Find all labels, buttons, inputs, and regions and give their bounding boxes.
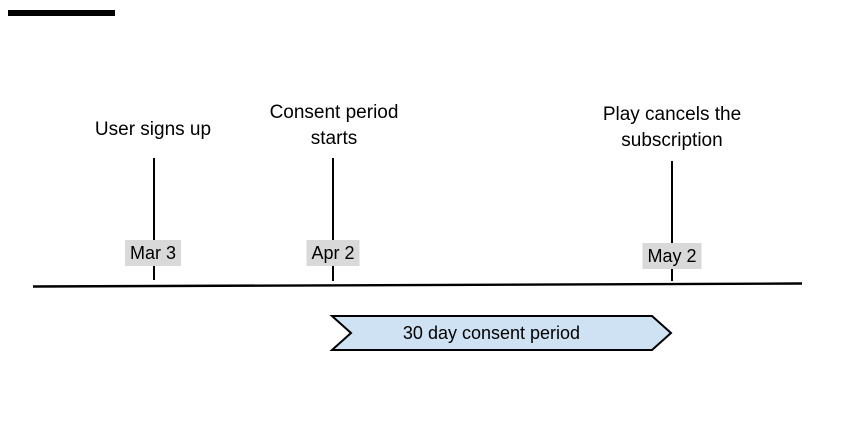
consent-banner-shape [329,315,673,351]
title-line: User signs up [94,119,212,140]
timeline-axis-line [32,282,803,288]
event-marker-line-apr2 [332,158,334,281]
title-line: starts [310,128,358,149]
event-marker-line-may2 [671,161,673,281]
consent-banner-label: 30 day consent period [402,322,581,343]
date-badge-may2: May 2 [642,243,702,269]
date-badge-mar3: Mar 3 [124,240,182,266]
event-marker-line-mar3 [153,158,155,280]
consent-banner-polygon [329,315,673,351]
title-line: Consent period [269,102,399,123]
event-title-play-cancels: Play cancels the subscription [552,102,792,154]
title-line: subscription [621,130,723,151]
date-badge-apr2: Apr 2 [306,240,360,266]
event-title-user-signs-up: User signs up [33,117,273,143]
event-title-consent-period-starts: Consent period starts [214,100,454,152]
top-left-bar [8,10,115,16]
title-line: Play cancels the [602,104,742,125]
